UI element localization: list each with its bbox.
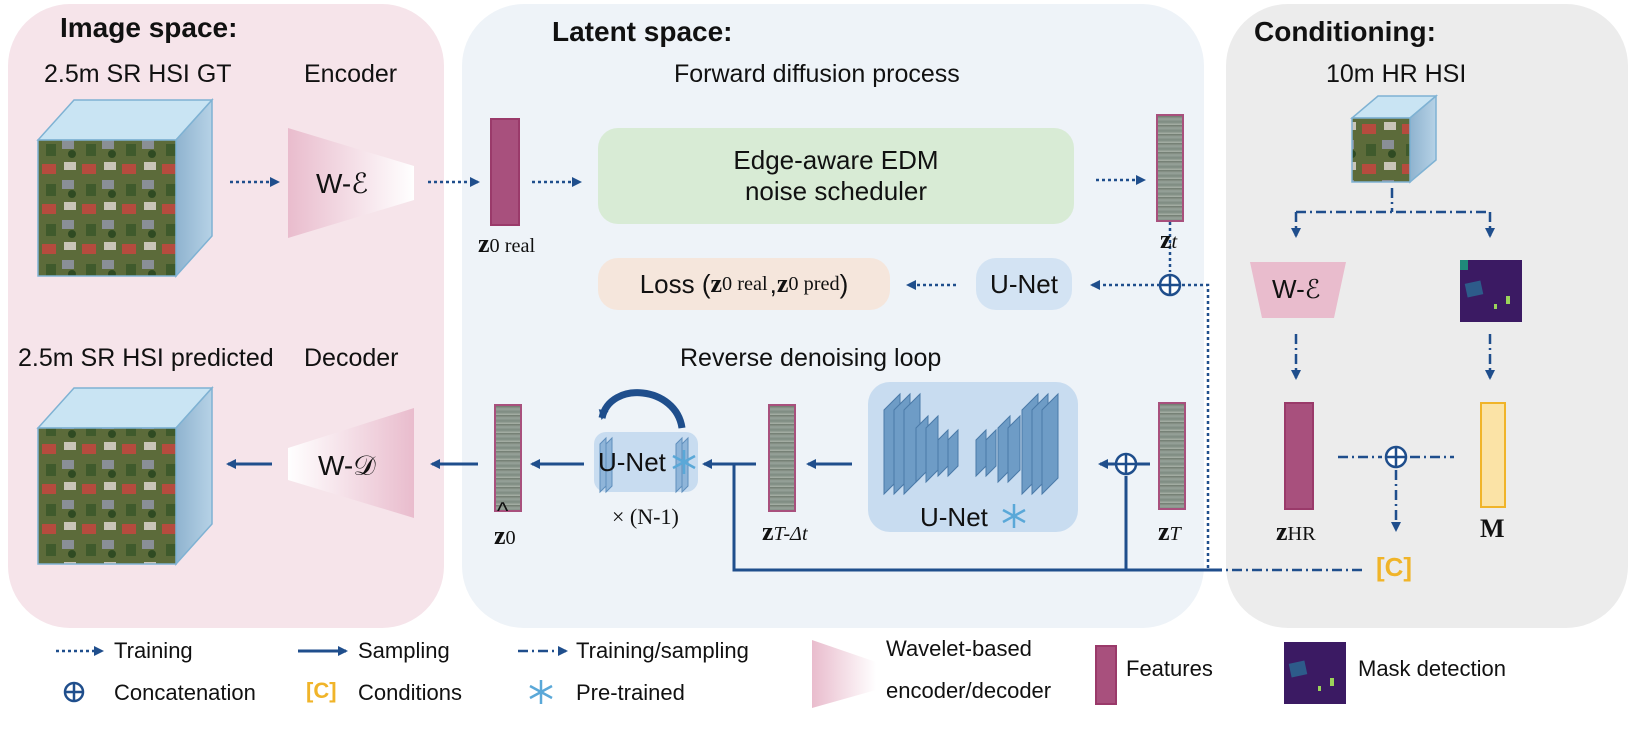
scheduler-line2: noise scheduler (744, 176, 928, 206)
concat-symbol-zt (1158, 273, 1182, 297)
z0-real-label: z0 real (478, 229, 536, 258)
loop-unet-layers (599, 436, 689, 494)
legend-conditions-symbol: [C] (306, 678, 337, 703)
zTdt-feature (768, 404, 796, 512)
legend-concatenation: Concatenation (114, 680, 256, 705)
legend-sampling: Sampling (358, 638, 450, 663)
mask-image (1460, 260, 1522, 322)
encoder-label: Encoder (304, 60, 398, 88)
unet-layers-icon (883, 392, 1059, 496)
legend-mask-image (1284, 642, 1346, 704)
sampling-condition-line (732, 464, 1222, 572)
z0-real-feature (490, 118, 520, 226)
hr-hsi-label: 10m HR HSI (1326, 60, 1467, 88)
training-arrows (230, 175, 1160, 290)
zt-label: zt (1160, 225, 1178, 254)
legend-training-sampling: Training/sampling (576, 638, 749, 663)
noise-scheduler-box: Edge-aware EDM noise scheduler (598, 128, 1074, 224)
loop-arrow (598, 389, 686, 429)
decoder-block-label: W-𝒟 (318, 450, 376, 481)
latent-space-title: Latent space: (552, 16, 733, 47)
zT-label: zT (1158, 517, 1181, 546)
latent-space-panel (462, 4, 1204, 628)
repeat-label: × (N-1) (612, 504, 679, 529)
loop-unet-label: U-Net (598, 447, 666, 477)
zt-feature (1156, 114, 1184, 222)
legend-wavelet-line1: Wavelet-based (886, 636, 1032, 661)
image-space-title: Image space: (60, 12, 238, 43)
gt-label: 2.5m SR HSI GT (44, 60, 232, 88)
zhr-feature (1284, 402, 1314, 510)
encoder-trapezoid (288, 128, 414, 238)
reverse-title: Reverse denoising loop (680, 344, 942, 372)
gt-hsi-cube (36, 98, 214, 278)
legend-wavelet-trapezoid (812, 640, 876, 708)
legend-snowflake-icon (529, 680, 553, 704)
pred-label: 2.5m SR HSI predicted (18, 344, 274, 372)
zT-feature (1158, 402, 1186, 510)
conditions-label: [C] (1376, 552, 1413, 582)
big-unet-label: U-Net (920, 502, 988, 532)
cond-encoder-trapezoid (1250, 262, 1346, 318)
decoder-label: Decoder (304, 344, 399, 372)
m-feature (1480, 402, 1506, 508)
snowflake-icon-loop (672, 450, 696, 474)
decoder-trapezoid (288, 408, 414, 518)
zTdt-label: zT-Δt (762, 517, 808, 546)
conditioning-title: Conditioning: (1254, 16, 1436, 47)
legend-wavelet-line2: encoder/decoder (886, 678, 1052, 703)
legend-features-bar (1095, 645, 1117, 705)
legend-concat-symbol (63, 681, 85, 703)
cond-encoder-label: W-ℰ (1272, 274, 1321, 304)
z0-hat-feature (494, 404, 522, 512)
zhr-label: zHR (1276, 517, 1316, 546)
unet-training-label: U-Net (990, 268, 1058, 299)
loop-unet-box (594, 432, 698, 492)
legend-training: Training (114, 638, 193, 663)
predicted-hsi-cube (36, 386, 214, 566)
legend-features: Features (1126, 656, 1213, 681)
snowflake-icon-big (1002, 504, 1026, 528)
concat-symbol-cond (1384, 445, 1408, 469)
unet-training-box: U-Net (976, 258, 1072, 310)
legend-pretrained: Pre-trained (576, 680, 685, 705)
legend-mask: Mask detection (1358, 656, 1506, 681)
scheduler-line1: Edge-aware EDM (733, 145, 939, 175)
z0-hat-accent: ^ (497, 498, 509, 525)
legend-conditions: Conditions (358, 680, 462, 705)
z0-hat-label: z0 (494, 521, 516, 550)
training-sampling-lines (1222, 188, 1495, 572)
concat-symbol-zT (1114, 452, 1138, 476)
forward-title: Forward diffusion process (674, 60, 960, 88)
encoder-block-label: W-ℰ (316, 168, 369, 199)
m-label: M (1480, 514, 1505, 543)
hr-hsi-cube (1349, 94, 1439, 184)
